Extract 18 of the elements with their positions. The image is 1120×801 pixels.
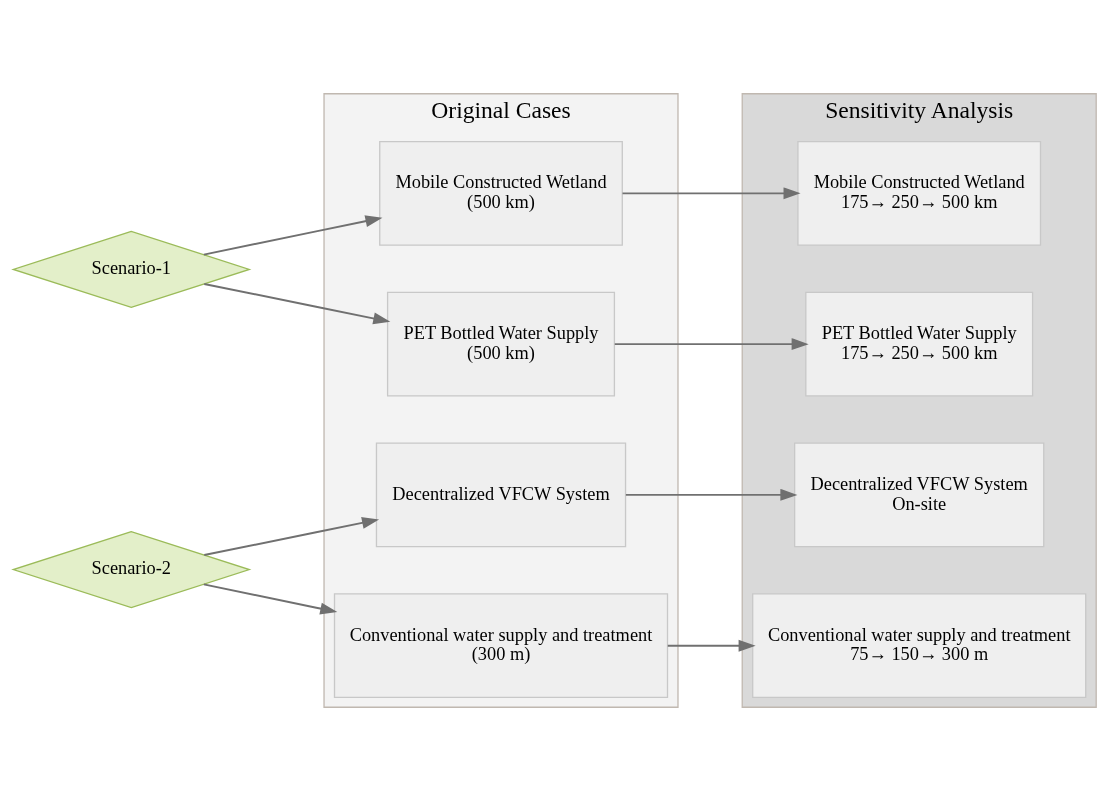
node-box: PET Bottled Water Supply 175→ 250→ 500 km bbox=[805, 291, 1034, 397]
arrow bbox=[202, 215, 383, 256]
arrow bbox=[624, 488, 798, 501]
arrow bbox=[202, 583, 338, 615]
node-box: Conventional water supply and treatment (300 m) bbox=[333, 593, 669, 699]
arrow bbox=[666, 639, 756, 652]
arrow bbox=[203, 283, 391, 325]
node-box: Decentralized VFCW System On-site bbox=[794, 442, 1045, 548]
node-box: Mobile Constructed Wetland (500 km) bbox=[379, 140, 623, 246]
arrow bbox=[613, 338, 809, 351]
node-box: Conventional water supply and treatment 75→ 150→ 300 m bbox=[752, 593, 1087, 699]
node-box: Decentralized VFCW System bbox=[375, 442, 627, 548]
arrow bbox=[203, 517, 380, 556]
node-box: PET Bottled Water Supply (500 km) bbox=[386, 291, 616, 397]
arrow bbox=[621, 187, 801, 200]
node-diamond: Scenario-1 bbox=[11, 230, 252, 309]
node-box: Mobile Constructed Wetland 175→ 250→ 500 km bbox=[797, 140, 1042, 246]
node-diamond: Scenario-2 bbox=[11, 530, 252, 609]
